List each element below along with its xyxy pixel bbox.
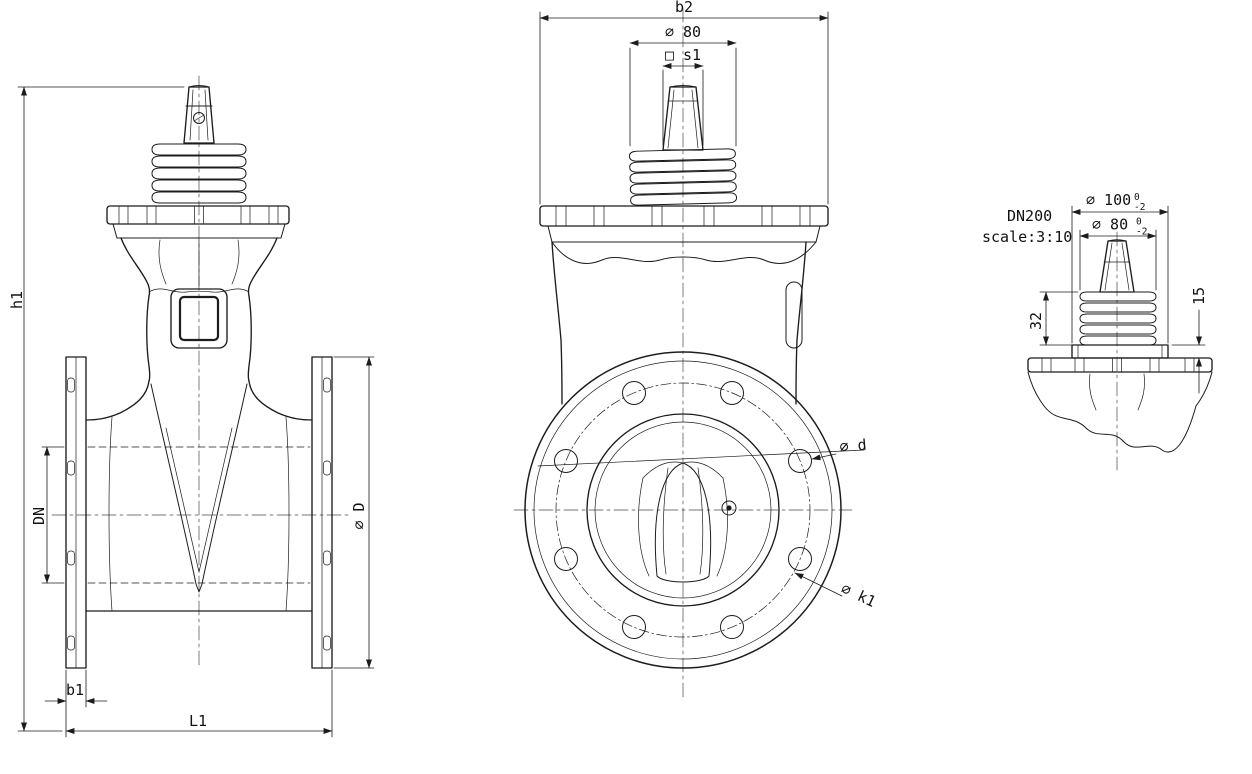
bolt-hole <box>554 547 578 571</box>
wedge <box>638 461 737 583</box>
dim-label-b1: b1 <box>66 681 84 699</box>
dim-label-d80-detail: ⌀ 80 <box>1092 216 1128 234</box>
dim-label-dn: DN <box>30 507 48 525</box>
dim-label-d80-front: ⌀ 80 <box>665 23 701 41</box>
dim-label-d-hole: ⌀ d <box>839 436 868 456</box>
wedge-pin-center <box>726 505 732 511</box>
dim-label-32: 32 <box>1027 312 1045 330</box>
dimension-b1: b1 <box>44 669 108 708</box>
dimension-d80-detail: ⌀ 80 0 -2 <box>1079 216 1157 291</box>
side-body <box>85 380 313 612</box>
stem-hole <box>193 112 205 124</box>
front-bonnet-flange <box>539 205 829 264</box>
front-body <box>551 241 807 405</box>
square-boss <box>170 288 228 349</box>
front-centerlines <box>513 7 865 699</box>
dim-label-d100: ⌀ 100 <box>1086 191 1131 209</box>
side-centerlines <box>51 75 349 669</box>
flange-outer-circle <box>524 351 842 669</box>
dimension-b2: b2 <box>539 0 829 205</box>
side-boss <box>785 281 803 349</box>
bolt-holes <box>554 381 812 639</box>
dimension-d80-front: ⌀ 80 <box>629 23 737 147</box>
detail-title: DN200 <box>1007 207 1052 225</box>
bolt-hole <box>622 615 646 639</box>
side-flange-right <box>311 356 333 669</box>
bolt-hole <box>720 615 744 639</box>
bolt-hole <box>720 381 744 405</box>
dim-label-diameter-d: ⌀ D <box>350 502 368 529</box>
square-boss-inner <box>178 295 220 342</box>
side-view: h1 DN ⌀ D b1 L1 <box>8 75 375 738</box>
dim-label-h1: h1 <box>8 291 26 309</box>
detail-stem-ribs <box>1079 291 1157 346</box>
bore-inner-circle <box>594 421 772 599</box>
flange-chamfer-circle <box>533 360 833 660</box>
dimension-l1: L1 <box>65 669 333 738</box>
side-bonnet-flange <box>106 205 290 239</box>
side-flange-left <box>65 356 87 669</box>
front-flange <box>524 351 842 669</box>
detail-bonnet <box>1027 357 1213 453</box>
bolt-hole <box>788 449 812 473</box>
dimension-d-hole: ⌀ d <box>811 436 868 461</box>
dim-label-d100-tol-lower: -2 <box>1134 202 1145 213</box>
front-stem-ribs <box>628 148 738 206</box>
side-stem-ribs <box>151 143 247 204</box>
dimension-d100: ⌀ 100 0 -2 <box>1071 191 1169 344</box>
bolt-hole <box>554 449 578 473</box>
side-neck <box>146 288 252 382</box>
dim-label-k1: ⌀ k1 <box>838 579 878 611</box>
front-stem-cap <box>662 85 704 151</box>
detail-scale: scale:3:10 <box>982 228 1072 246</box>
front-view: b2 ⌀ 80 □ s1 ⌀ d ⌀ k1 <box>513 0 879 699</box>
dim-label-d80-tol-upper: 0 <box>1136 217 1142 228</box>
dimension-diameter-d-side: ⌀ D <box>333 356 375 669</box>
side-bonnet <box>120 237 278 297</box>
detail-view: DN200 scale:3:10 ⌀ 100 0 -2 ⌀ 80 0 -2 32 <box>982 191 1213 471</box>
bolt-hole <box>788 547 812 571</box>
detail-plate <box>1071 344 1169 359</box>
dimension-dn: DN <box>30 446 65 584</box>
dimension-32: 32 <box>1027 291 1079 346</box>
detail-title-block: DN200 scale:3:10 <box>982 207 1072 246</box>
dim-label-15: 15 <box>1190 287 1208 305</box>
dimension-s1: □ s1 <box>662 46 704 146</box>
dim-label-d80-tol-lower: -2 <box>1136 227 1147 238</box>
bolt-circle <box>555 382 811 638</box>
wedge-pin <box>721 500 737 516</box>
bolt-hole <box>622 381 646 405</box>
dim-label-b2: b2 <box>675 0 693 16</box>
bore-circle <box>586 413 780 607</box>
dimension-15: 15 <box>1171 287 1208 394</box>
side-stem-cap <box>183 85 215 144</box>
dimension-h1: h1 <box>8 86 185 732</box>
dim-label-d100-tol-upper: 0 <box>1134 192 1140 203</box>
dim-label-s1: □ s1 <box>665 46 701 64</box>
dim-label-l1: L1 <box>189 712 207 730</box>
